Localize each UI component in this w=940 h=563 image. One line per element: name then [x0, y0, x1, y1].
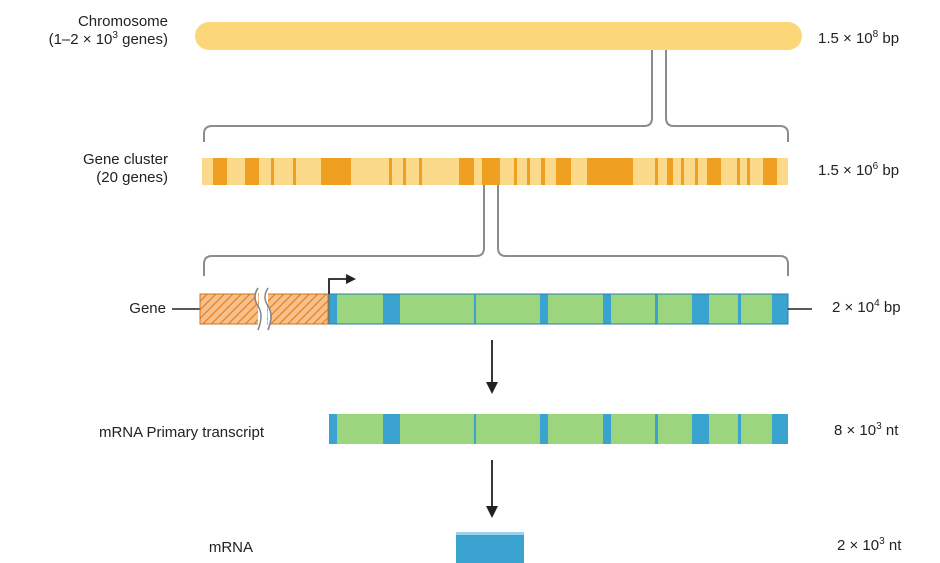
chromosome-label: Chromosome (1–2 × 103 genes) — [0, 13, 168, 49]
cluster-gene-block — [655, 158, 658, 185]
chromosome-label-line2: (1–2 × 103 genes) — [0, 31, 168, 49]
splicing-arrowhead — [486, 506, 498, 518]
gene-cluster-size: 1.5 × 106 bp — [818, 162, 899, 180]
chromosome-size-post: bp — [878, 30, 900, 47]
gene-cluster-bar — [202, 158, 788, 185]
gene-cluster-label: Gene cluster (20 genes) — [0, 151, 168, 187]
primary-transcript-size: 8 × 103 nt — [834, 422, 898, 440]
exon-block — [383, 294, 400, 324]
cluster-zoom-connector — [203, 185, 789, 276]
gene-label-text: Gene — [129, 300, 166, 317]
exon-block — [474, 294, 476, 324]
intron-region — [329, 414, 788, 444]
chromosome-zoom-connector — [203, 50, 789, 142]
cluster-gene-block — [707, 158, 721, 185]
exon-block — [540, 414, 548, 444]
cluster-gene-block — [587, 158, 633, 185]
exon-block — [540, 294, 548, 324]
exon-block — [383, 414, 400, 444]
cluster-gene-block — [541, 158, 545, 185]
exon-block — [738, 414, 741, 444]
primary-transcript-size-pre: 8 × 10 — [834, 422, 877, 439]
cluster-gene-block — [403, 158, 406, 185]
primary-transcript-size-exp: 3 — [876, 421, 882, 432]
gene-label: Gene — [0, 300, 166, 318]
chromosome-label-exp: 3 — [112, 30, 118, 41]
gene-cluster-size-exp: 6 — [872, 161, 879, 172]
exon-block — [655, 414, 658, 444]
primary-transcript-bar — [329, 414, 788, 444]
cluster-gene-block — [737, 158, 740, 185]
exon-block — [738, 294, 741, 324]
cluster-gene-block — [213, 158, 227, 185]
exon-block — [329, 294, 337, 324]
exon-block — [772, 294, 788, 324]
gene-cluster-label-line2: (20 genes) — [96, 169, 168, 186]
cluster-gene-block — [459, 158, 474, 185]
cluster-gene-block — [556, 158, 571, 185]
cluster-gene-block — [245, 158, 259, 185]
cluster-gene-block — [681, 158, 684, 185]
mrna-size-post: nt — [884, 537, 902, 554]
gene-size: 2 × 104 bp — [832, 299, 901, 317]
cluster-gene-block — [514, 158, 517, 185]
chromosome-size-exp: 8 — [872, 29, 879, 40]
exon-block — [474, 414, 476, 444]
exon-block — [329, 414, 337, 444]
chromosome-label-line1: Chromosome — [77, 13, 168, 30]
mrna-size: 2 × 103 nt — [837, 537, 901, 555]
exon-block — [692, 414, 709, 444]
gene-size-post: bp — [879, 299, 901, 316]
exon-block — [603, 414, 611, 444]
chromosome-size: 1.5 × 108 bp — [818, 30, 899, 48]
gene-cluster-size-pre: 1.5 × 10 — [818, 162, 873, 179]
cluster-gene-block — [763, 158, 777, 185]
mrna-label-text: mRNA — [208, 539, 253, 556]
gene-body — [328, 293, 789, 325]
cluster-gene-block — [667, 158, 673, 185]
primary-transcript-size-post: nt — [881, 422, 899, 439]
chromosome-size-pre: 1.5 × 10 — [818, 30, 873, 47]
chromosome-label-pre: (1–2 × 10 — [48, 31, 113, 48]
primary-transcript-label: mRNA Primary transcript — [0, 424, 264, 442]
mrna-size-exp: 3 — [879, 536, 885, 547]
transcription-arrowhead — [486, 382, 498, 394]
cluster-gene-block — [747, 158, 750, 185]
gene-cluster-label-line1: Gene cluster — [82, 151, 168, 168]
cluster-gene-block — [293, 158, 296, 185]
cluster-gene-block — [271, 158, 274, 185]
transcription-start-arrowhead — [346, 274, 356, 284]
chromosome-label-post: genes) — [117, 31, 168, 48]
gene-size-exp: 4 — [874, 298, 880, 309]
cluster-gene-block — [389, 158, 392, 185]
mrna-label: mRNA — [0, 539, 253, 557]
primary-transcript-label-text: mRNA Primary transcript — [98, 424, 264, 441]
cluster-gene-block — [419, 158, 422, 185]
mrna-size-pre: 2 × 10 — [837, 537, 880, 554]
gene-size-pre: 2 × 10 — [832, 299, 875, 316]
exon-block — [603, 294, 611, 324]
cluster-gene-block — [695, 158, 698, 185]
intron-region — [329, 294, 788, 324]
cluster-gene-block — [321, 158, 351, 185]
cluster-gene-block — [482, 158, 500, 185]
chromosome-bar — [195, 22, 802, 50]
mrna-bar — [456, 532, 524, 563]
transcription-start-arrow — [328, 278, 348, 294]
exon-block — [692, 294, 709, 324]
cluster-gene-block — [527, 158, 530, 185]
gene-cluster-size-post: bp — [878, 162, 900, 179]
exon-block — [772, 414, 788, 444]
exon-block — [655, 294, 658, 324]
